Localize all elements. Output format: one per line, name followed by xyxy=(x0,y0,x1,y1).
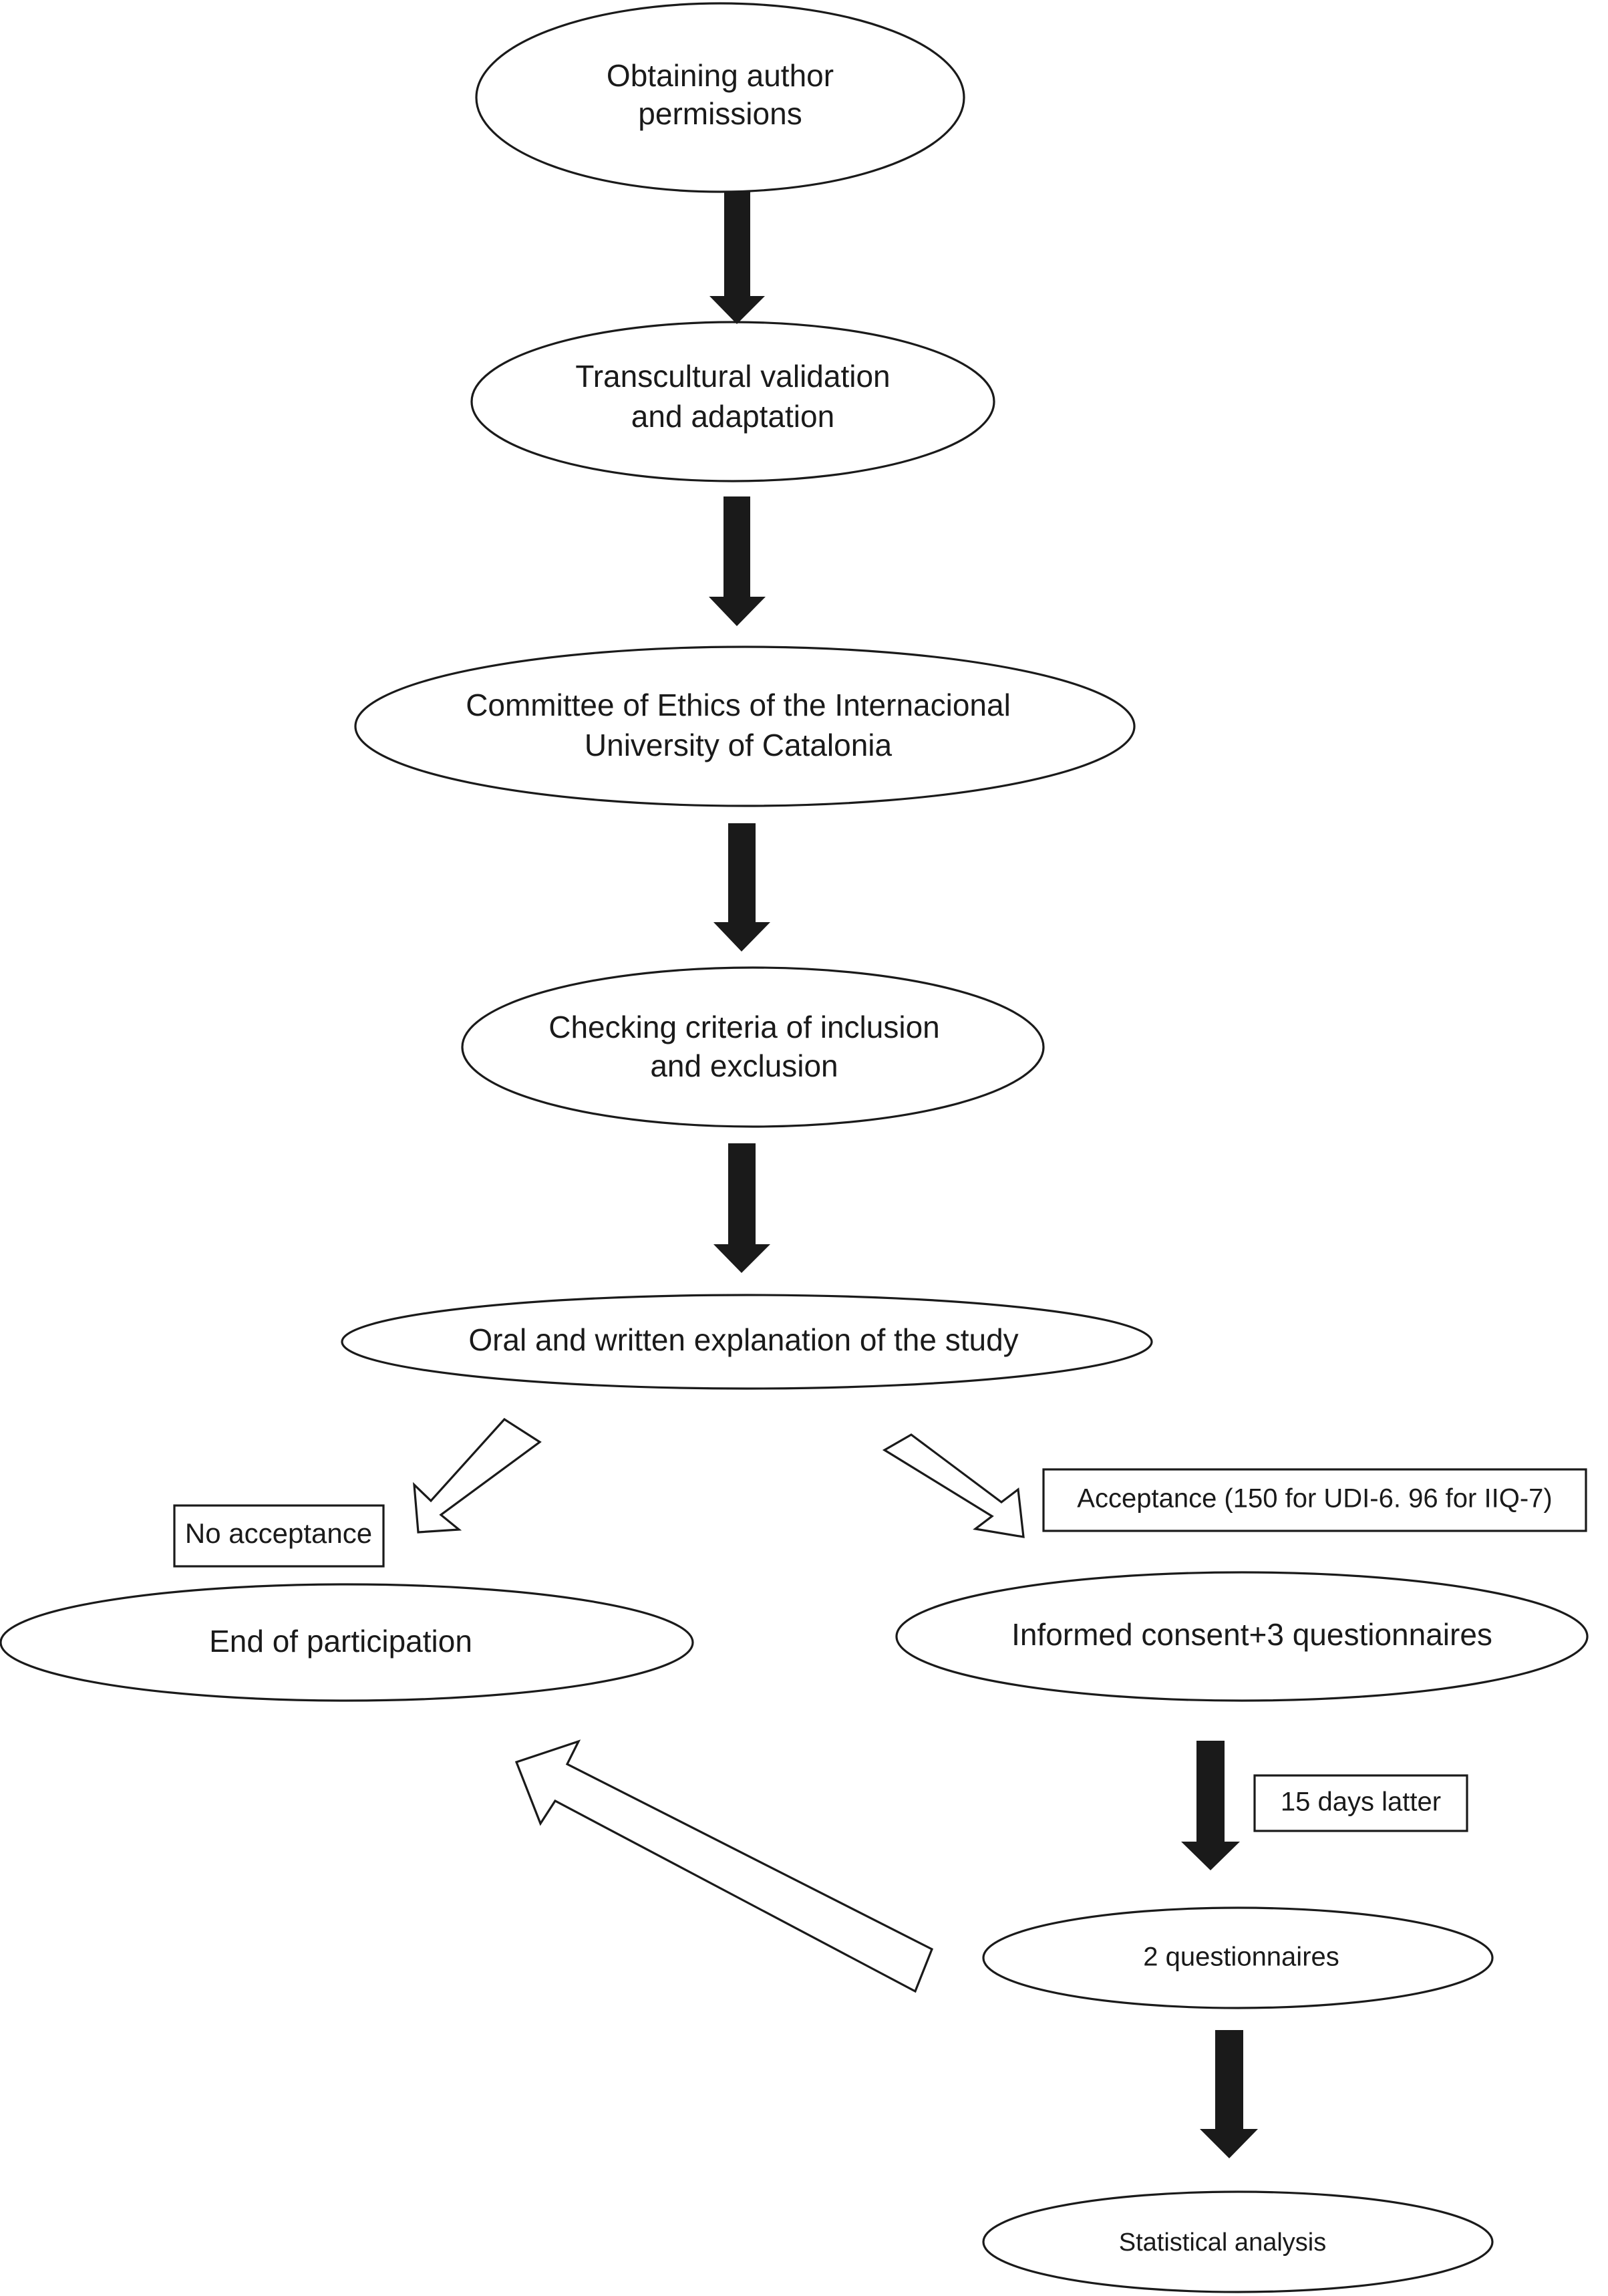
node-explanation: Oral and written explanation of the stud… xyxy=(341,1294,1153,1390)
label-acceptance-text: Acceptance (150 for UDI-6. 96 for IIQ-7) xyxy=(1077,1484,1552,1514)
node-consent-questionnaires: Informed consent+3 questionnaires xyxy=(895,1571,1589,1702)
arrow-consent-to-questionnaires xyxy=(1181,1741,1240,1870)
label-no-acceptance: No acceptance xyxy=(173,1504,385,1568)
label-acceptance: Acceptance (150 for UDI-6. 96 for IIQ-7) xyxy=(1042,1468,1587,1532)
node-end-participation: End of participation xyxy=(0,1583,694,1702)
node-author-permissions-line-2: permissions xyxy=(638,96,802,131)
arrow-explanation-to-no-acceptance xyxy=(413,1417,542,1534)
node-criteria-check-line-1: Checking criteria of inclusion xyxy=(548,1010,940,1044)
node-criteria-check-line-2: and exclusion xyxy=(650,1048,838,1083)
label-fifteen-days-text: 15 days latter xyxy=(1281,1787,1441,1817)
node-criteria-check: Checking criteria of inclusion and exclu… xyxy=(461,966,1045,1128)
node-ethics-committee: Committee of Ethics of the Internacional… xyxy=(354,645,1136,807)
node-ethics-committee-line-2: University of Catalonia xyxy=(585,728,893,762)
arrow-questionnaires-to-end xyxy=(514,1739,934,1993)
arrow-criteria-to-explanation xyxy=(713,1143,770,1273)
node-statistical-analysis: Statistical analysis xyxy=(982,2190,1494,2293)
label-no-acceptance-text: No acceptance xyxy=(185,1518,372,1549)
node-author-permissions-line-1: Obtaining author xyxy=(607,58,834,93)
node-statistical-analysis-line-1: Statistical analysis xyxy=(1119,2229,1326,2257)
node-author-permissions: Obtaining author permissions xyxy=(475,2,965,193)
arrow-questionnaires-to-analysis xyxy=(1200,2030,1258,2158)
arrow-permissions-to-transcultural xyxy=(709,192,765,324)
node-explanation-line-1: Oral and written explanation of the stud… xyxy=(468,1322,1018,1357)
arrow-explanation-to-acceptance xyxy=(882,1433,1025,1538)
node-two-questionnaires-line-1: 2 questionnaires xyxy=(1143,1943,1339,1972)
node-end-participation-line-1: End of participation xyxy=(209,1624,472,1659)
node-transcultural-line-2: and adaptation xyxy=(631,399,834,434)
node-transcultural: Transcultural validation and adaptation xyxy=(470,321,995,482)
arrow-transcultural-to-ethics xyxy=(709,496,766,626)
node-consent-questionnaires-line-1: Informed consent+3 questionnaires xyxy=(1011,1617,1492,1652)
node-transcultural-line-1: Transcultural validation xyxy=(575,359,890,394)
arrow-ethics-to-criteria xyxy=(713,823,770,952)
node-ethics-committee-line-1: Committee of Ethics of the Internacional xyxy=(466,688,1011,722)
label-fifteen-days: 15 days latter xyxy=(1253,1774,1468,1832)
node-two-questionnaires: 2 questionnaires xyxy=(982,1906,1494,2009)
